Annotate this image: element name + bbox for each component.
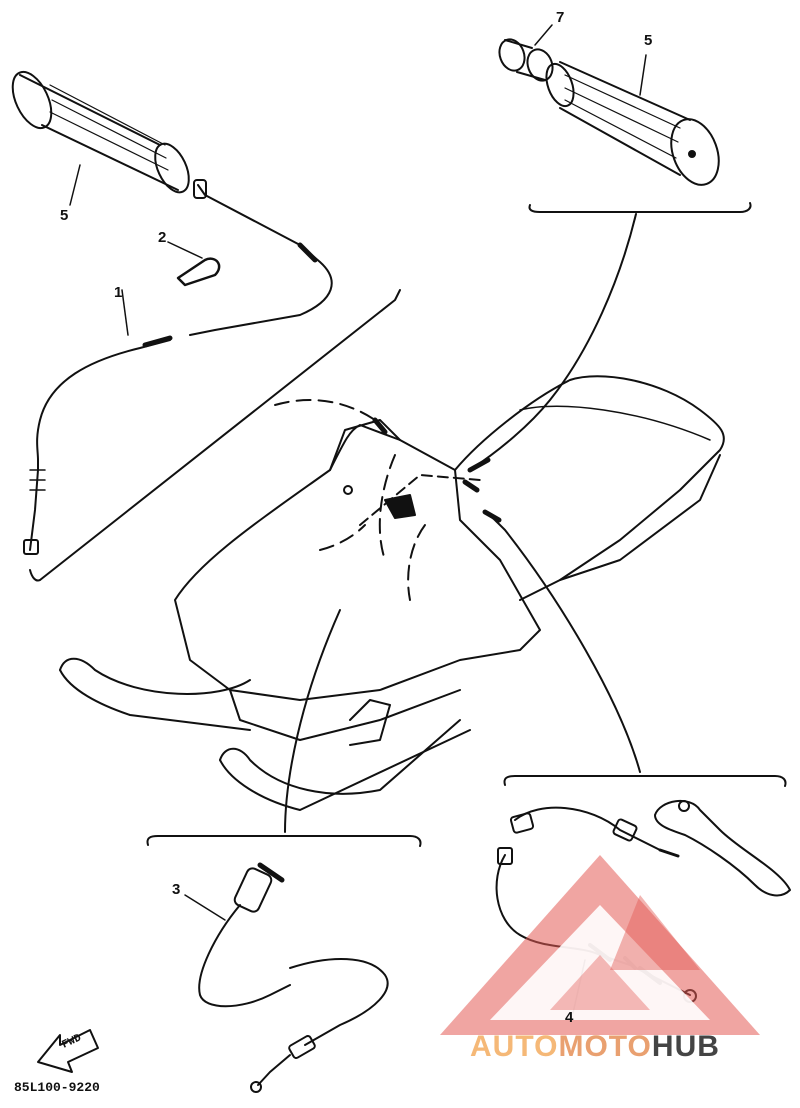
label-part-4: 4 bbox=[565, 1009, 574, 1026]
automotohub-logo-mark bbox=[440, 855, 760, 1035]
label-part-1: 1 bbox=[114, 284, 123, 301]
automotohub-watermark: AUTOMOTOHUB bbox=[470, 1030, 720, 1064]
right-grip bbox=[545, 61, 720, 186]
diagram-code: 85L100-9220 bbox=[14, 1080, 100, 1095]
watermark-part-auto: AUTO bbox=[470, 1030, 559, 1063]
label-part-5-left: 5 bbox=[60, 207, 69, 224]
right-top-callout-box bbox=[467, 24, 752, 473]
watermark-part-moto: MOTO bbox=[558, 1030, 652, 1063]
label-part-7: 7 bbox=[556, 9, 565, 26]
watermark-part-hub: HUB bbox=[651, 1030, 720, 1063]
label-part-5-right: 5 bbox=[644, 32, 653, 49]
label-part-3: 3 bbox=[172, 881, 181, 898]
label-part-2: 2 bbox=[158, 229, 167, 246]
bottom-left-callout-box bbox=[146, 609, 422, 1093]
left-callout-box bbox=[11, 70, 401, 582]
snowmobile-illustration bbox=[59, 375, 725, 811]
left-grip bbox=[11, 70, 190, 194]
fwd-arrow-icon bbox=[37, 1029, 99, 1073]
